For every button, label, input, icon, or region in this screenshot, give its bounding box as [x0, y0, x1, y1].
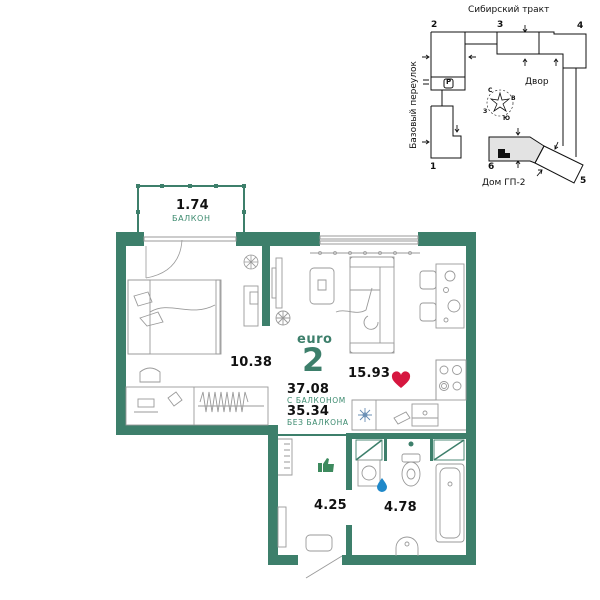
rooms-count: 2	[302, 341, 325, 379]
bedroom-area: 10.38	[230, 355, 273, 370]
total-with-balcony: 37.08	[287, 382, 330, 397]
bed-icon	[127, 279, 222, 355]
section-5: 5	[580, 176, 587, 186]
house-label: Дом ГП-2	[482, 178, 526, 188]
compass-rose-icon	[486, 89, 514, 117]
compass-w: З	[483, 108, 488, 115]
total-without-balcony: 35.34	[287, 404, 330, 419]
plant-icon	[243, 254, 259, 270]
site-plan-drawing	[422, 25, 587, 184]
compass-s: Ю	[503, 115, 511, 122]
hallway-area: 4.25	[314, 498, 347, 513]
living-kitchen-area: 15.93	[348, 366, 391, 381]
section-6: 6	[488, 162, 495, 172]
yard-label: Двор	[525, 77, 549, 87]
compass-e: В	[511, 95, 516, 102]
compass-n: С	[488, 87, 493, 94]
parking-label: P	[446, 78, 452, 86]
with-balcony-label: С БАЛКОНОМ	[287, 396, 346, 405]
street-top-label: Сибирский тракт	[468, 5, 550, 15]
balcony-label: БАЛКОН	[172, 214, 211, 223]
heart-icon[interactable]	[391, 371, 411, 388]
without-balcony-label: БЕЗ БАЛКОНА	[287, 418, 349, 427]
site-plan: Сибирский тракт Базовый переулок Двор До…	[400, 0, 600, 200]
balcony-area: 1.74	[176, 198, 209, 213]
section-1: 1	[430, 162, 437, 172]
section-2: 2	[431, 20, 438, 30]
section-3: 3	[497, 20, 504, 30]
apartment-type-label: euro	[297, 332, 333, 347]
section-4: 4	[577, 21, 584, 31]
bathroom-area: 4.78	[384, 500, 417, 515]
